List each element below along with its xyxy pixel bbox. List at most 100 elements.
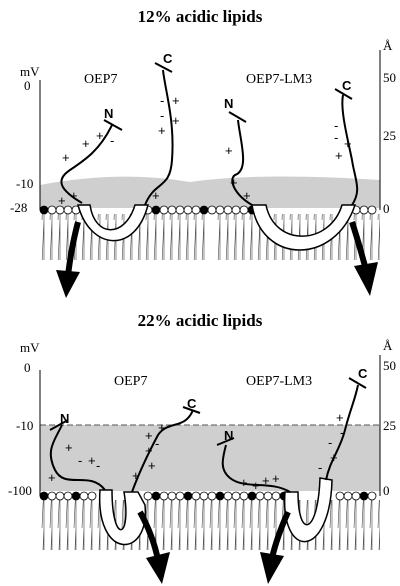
lipid-head: [215, 205, 225, 215]
charge-plus: +: [272, 471, 280, 486]
charge-minus: -: [110, 133, 114, 148]
charge-plus: +: [158, 123, 166, 138]
lipid-head: [207, 491, 217, 501]
transmembrane-segment: [99, 489, 146, 546]
arrow-head: [354, 262, 378, 296]
charge-minus: -: [340, 425, 344, 440]
protein-name: OEP7-LM3: [246, 72, 312, 87]
n-terminus-label: N: [60, 411, 69, 426]
right-tick-1: 25: [383, 128, 396, 143]
lipid-head: [359, 205, 369, 215]
lipid-head: [359, 491, 369, 501]
charge-plus: +: [88, 453, 96, 468]
charge-plus: +: [252, 478, 260, 493]
charge-minus: -: [96, 458, 100, 473]
lipid-head: [63, 491, 73, 501]
lipid-head: [367, 491, 377, 501]
lipid-head: [159, 491, 169, 501]
panel-title: 22% acidic lipids: [138, 311, 263, 330]
charge-plus: +: [62, 150, 70, 165]
lipid-head: [39, 491, 49, 501]
charge-minus: -: [78, 453, 82, 468]
charge-plus: +: [152, 188, 160, 203]
lipid-head: [223, 491, 233, 501]
lipid-head: [79, 491, 89, 501]
lipid-head: [175, 205, 185, 215]
right-axis-unit: Å: [383, 338, 393, 353]
charge-minus: -: [318, 460, 322, 475]
right-tick-0: 50: [383, 358, 396, 373]
charge-plus: +: [145, 443, 153, 458]
lipid-head: [367, 205, 377, 215]
n-terminus-label: N: [104, 106, 113, 121]
n-terminus-label: N: [224, 96, 233, 111]
n-terminal-strand: [231, 119, 253, 206]
transmembrane-segment: [283, 477, 333, 543]
panel-22-percent: 22% acidic lipids mV 0 -10 -100 Å 50 25 …: [8, 311, 396, 584]
protein-name: OEP7: [84, 72, 117, 87]
charge-plus: +: [145, 428, 153, 443]
transmembrane-segment: [77, 204, 149, 242]
n-terminal-strand: [221, 444, 291, 493]
n-terminus-label: N: [224, 428, 233, 443]
lipid-head: [239, 205, 249, 215]
c-terminal-strand: [341, 94, 359, 206]
lipid-head: [263, 491, 273, 501]
lipid-head: [55, 491, 65, 501]
charge-plus: +: [148, 458, 156, 473]
lipid-head: [175, 491, 185, 501]
protein-name: OEP7-LM3: [246, 374, 312, 389]
charge-plus: +: [48, 470, 56, 485]
n-terminal-strand: [49, 424, 106, 491]
lipid-head: [151, 205, 161, 215]
charge-minus: -: [334, 130, 338, 145]
lipid-head: [151, 491, 161, 501]
lipid-head: [247, 491, 257, 501]
panel-12-percent: 12% acidic lipids mV 0 -10 -28 Å 50 25 0…: [10, 7, 396, 298]
lipid-head: [351, 491, 361, 501]
left-tick-2: -28: [10, 200, 27, 215]
diffuse-layer: [40, 176, 380, 208]
lipid-head: [343, 491, 353, 501]
c-terminus-label: C: [163, 51, 173, 66]
charge-plus: +: [70, 188, 78, 203]
lipid-head: [39, 205, 49, 215]
lipid-head: [215, 491, 225, 501]
right-tick-2: 0: [383, 201, 390, 216]
lipid-head: [239, 491, 249, 501]
lipid-head: [223, 205, 233, 215]
charge-plus: +: [225, 143, 233, 158]
lipid-head: [191, 205, 201, 215]
left-tick-2: -100: [8, 483, 32, 498]
lipid-head: [271, 491, 281, 501]
c-terminal-strand: [325, 384, 359, 481]
lipid-head: [87, 491, 97, 501]
c-terminus-label: C: [187, 396, 197, 411]
lipid-head: [207, 205, 217, 215]
left-tick-0: 0: [24, 78, 31, 93]
right-tick-1: 25: [383, 418, 396, 433]
left-axis-unit: mV: [20, 64, 40, 79]
charge-plus: +: [243, 188, 251, 203]
charge-plus: +: [335, 148, 343, 163]
panel-title: 12% acidic lipids: [138, 7, 263, 26]
charge-plus: +: [172, 113, 180, 128]
right-tick-2: 0: [383, 483, 390, 498]
lipid-head: [199, 491, 209, 501]
charge-plus: +: [344, 136, 352, 151]
charge-plus: +: [158, 420, 166, 435]
left-tick-1: -10: [16, 176, 33, 191]
lipid-head: [159, 205, 169, 215]
transmembrane-segment: [251, 204, 357, 251]
charge-minus: -: [160, 108, 164, 123]
protein-oep7-lm3: OEP7-LM3 N C + + + + + - - + -: [216, 366, 368, 584]
charge-plus: +: [336, 410, 344, 425]
charge-minus: -: [160, 93, 164, 108]
lipid-head: [255, 491, 265, 501]
protein-name: OEP7: [114, 374, 147, 389]
lipid-head: [231, 205, 241, 215]
lipid-head: [167, 491, 177, 501]
charge-plus: +: [132, 468, 140, 483]
left-tick-1: -10: [16, 418, 33, 433]
arrow-head: [260, 552, 284, 584]
